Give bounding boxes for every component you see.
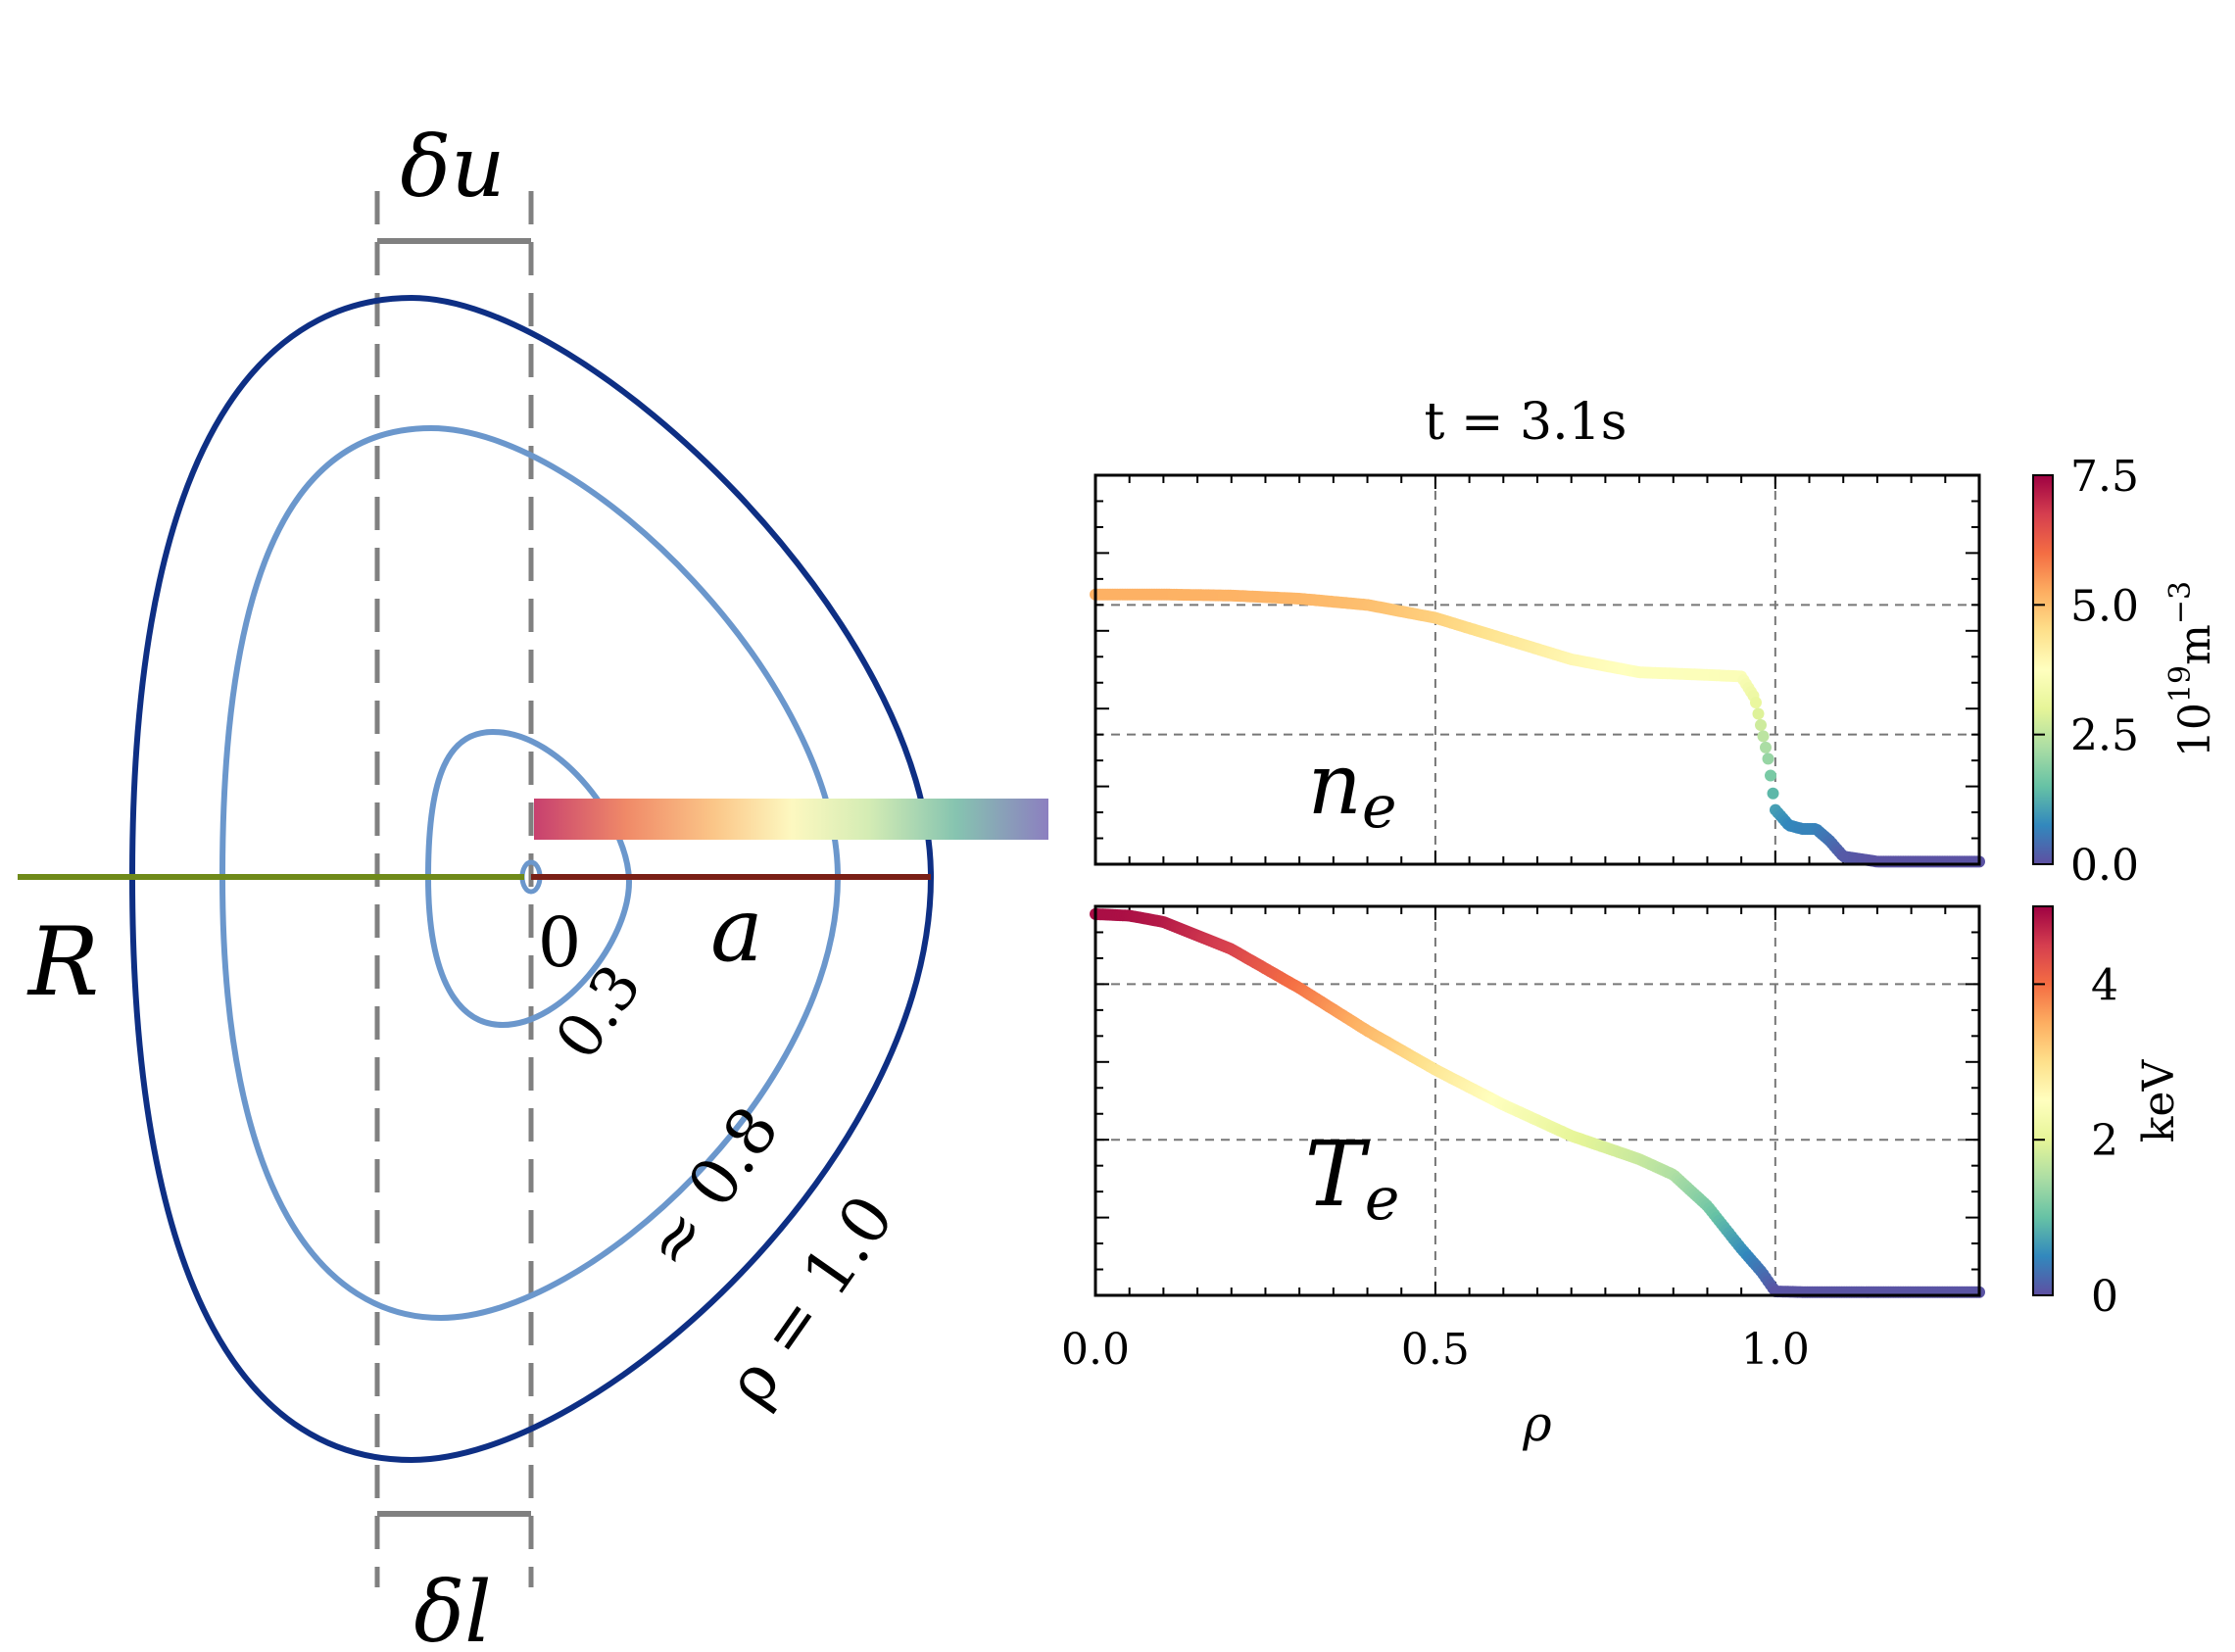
te-ticks: [1094, 905, 1980, 1296]
te-panel: Te 0 2 4 keV 0.0 0.5 1.0 ρ: [1061, 904, 2184, 1452]
ne-profile-point: [1757, 730, 1770, 743]
profile-plots: t = 3.1s ne 0.02.55.07.5 1019m−3 Te 024 …: [1061, 393, 2220, 1452]
ne-profile-curve: [1090, 588, 1985, 868]
ne-colorbar-label-unit: m: [2170, 624, 2220, 665]
ne-colorbar-label: 1019m−3: [2163, 581, 2220, 757]
ne-profile-point: [1760, 741, 1772, 753]
ne-colorbar-tick-label: 0.0: [2070, 841, 2139, 891]
x-tick-label: 0.5: [1401, 1325, 1470, 1375]
ne-profile-point: [1752, 707, 1765, 720]
ne-symbol: n: [1308, 736, 1362, 834]
x-tick-label: 0.0: [1061, 1325, 1130, 1375]
plot-title: t = 3.1s: [1425, 393, 1628, 452]
ne-colorbar-tick-label: 2.5: [2070, 711, 2139, 761]
te-grid: [1095, 906, 1979, 1295]
ne-grid: [1095, 475, 1979, 864]
plasma-cross-section: δu δl R a 0 0.3 ≈ 0.8 ρ = 1.0: [18, 119, 1048, 1652]
ne-panel: ne 0.0 2.5 5.0 7.5 1019m−3: [1090, 452, 2220, 891]
te-symbol: T: [1305, 1122, 1371, 1227]
major-radius-label: R: [26, 907, 99, 1017]
flux-surface-rho-0.8: [219, 424, 842, 1322]
ne-colorbar-label-exp: 19: [2163, 665, 2198, 703]
te-x-tick-labels: 0.0 0.5 1.0: [1061, 1325, 1810, 1375]
ne-subscript: e: [1362, 773, 1397, 842]
ne-profile-point: [1755, 719, 1767, 731]
ne-colorbar-ticks: 0.0 2.5 5.0 7.5: [2033, 452, 2139, 891]
ne-profile-point: [1750, 697, 1762, 708]
x-axis-label: ρ: [1522, 1395, 1552, 1452]
flux-surface-rho-1: [128, 294, 935, 1464]
x-tick-label: 1.0: [1741, 1325, 1810, 1375]
ne-panel-label: ne: [1308, 736, 1397, 842]
ne-ticks: [1094, 474, 1980, 865]
te-panel-label: Te: [1305, 1122, 1400, 1234]
ne-colorbar-label-unit-exp: −3: [2163, 581, 2198, 624]
te-profile-curve: [1090, 907, 1985, 1298]
axis-zero-label: 0: [538, 902, 582, 983]
rho-0.8-label: ≈ 0.8: [630, 1093, 794, 1283]
ne-colorbar-label-base: 10: [2170, 703, 2220, 757]
ne-frame: [1093, 473, 1981, 866]
te-colorbar-tick-label: 4: [2091, 960, 2118, 1010]
te-colorbar: [2032, 905, 2054, 1296]
te-frame: [1093, 904, 1981, 1297]
minor-radius-label: a: [710, 879, 763, 982]
ne-profile-point: [1765, 769, 1776, 782]
te-subscript: e: [1365, 1165, 1400, 1234]
ne-profile-point: [1762, 753, 1774, 765]
rho-1.0-label: ρ = 1.0: [711, 1182, 908, 1419]
ne-colorbar: [2032, 474, 2054, 865]
te-colorbar-tick-label: 0: [2091, 1272, 2118, 1322]
ne-colorbar-tick-label: 7.5: [2070, 452, 2139, 502]
ne-colorbar-tick-label: 5.0: [2070, 581, 2139, 631]
delta-upper-label: δu: [400, 119, 505, 217]
delta-lower-label: δl: [413, 1564, 491, 1652]
profile-gradient-bar: [534, 799, 1048, 840]
ne-profile-point: [1767, 787, 1779, 800]
te-colorbar-ticks: 0 2 4: [2033, 960, 2118, 1322]
te-colorbar-tick-label: 2: [2091, 1116, 2118, 1166]
te-colorbar-label: keV: [2134, 1059, 2184, 1143]
